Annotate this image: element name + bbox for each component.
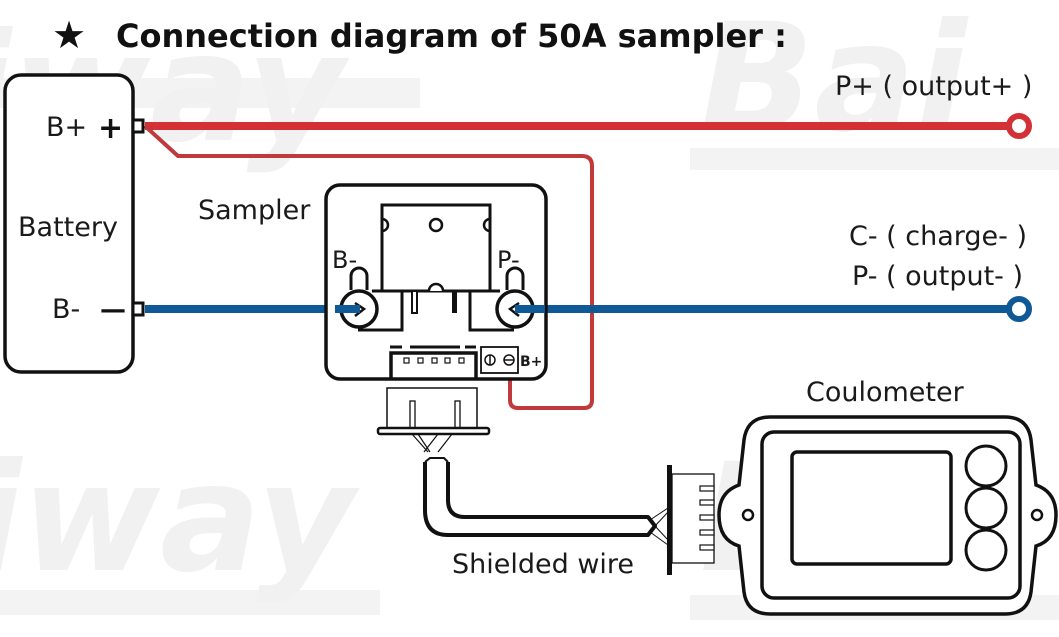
- shielded-wire-label: Shielded wire: [452, 549, 634, 580]
- charge-negative-label: C- ( charge- ): [849, 221, 1027, 252]
- battery-negative-post: [131, 301, 145, 317]
- cable-end: [424, 457, 449, 463]
- output-negative-terminal: C- ( charge- ) P- ( output- ): [849, 221, 1032, 322]
- connector-pin: [699, 485, 715, 492]
- sampler-plug: [376, 387, 491, 453]
- battery-positive-post: [131, 118, 145, 134]
- mounting-hole-icon: [741, 508, 755, 522]
- coulometer-button-2[interactable]: [964, 486, 1008, 530]
- connector-pin: [417, 357, 424, 364]
- notch-icon: [381, 217, 390, 233]
- battery-body: [3, 73, 135, 374]
- plug-pin: [454, 400, 461, 430]
- connector-pins: [403, 357, 465, 364]
- minus-icon: —: [100, 295, 126, 325]
- notch-icon: [427, 282, 445, 292]
- coulometer: Coulometer: [717, 377, 1058, 616]
- connector-pin: [431, 357, 438, 364]
- sampler-label: Sampler: [198, 195, 311, 226]
- signal-connector-socket: [389, 351, 478, 378]
- mounting-hole-icon: [1030, 508, 1044, 522]
- ring-terminal-icon: [1006, 113, 1032, 139]
- star-icon: ★: [52, 13, 86, 57]
- battery-positive-label: B+: [46, 112, 87, 143]
- battery-negative-label: B-: [52, 294, 80, 325]
- cable-body: [423, 462, 657, 537]
- battery: B+ + Battery B- —: [3, 73, 145, 374]
- coulometer-screen: [790, 450, 953, 566]
- notch-icon: [482, 217, 491, 233]
- watermark-text-3: iway: [0, 432, 361, 606]
- shunt-pin: [452, 291, 457, 313]
- connector-flange: [667, 465, 672, 575]
- plug-pin: [409, 400, 416, 430]
- coulometer-button-3[interactable]: [964, 528, 1008, 572]
- output-negative-label: P- ( output- ): [852, 261, 1023, 292]
- screw-slot-icon: [349, 266, 369, 290]
- shunt-pin: [411, 290, 418, 314]
- connector-pin: [699, 544, 715, 551]
- battery-label: Battery: [18, 212, 118, 243]
- sampler-bplus-sense-wire: [143, 124, 594, 410]
- cable-leads: [649, 507, 669, 546]
- connector-pin: [444, 357, 451, 364]
- sampler: Sampler B- P-: [198, 183, 548, 381]
- coulometer-button-1[interactable]: [964, 444, 1008, 488]
- sampler-bplus-label: B+: [520, 354, 542, 370]
- watermark-text-2: Bai: [700, 0, 970, 166]
- ring-terminal-icon: [1006, 296, 1032, 322]
- connector-pin: [403, 357, 410, 364]
- coulometer-connector: [667, 465, 715, 575]
- shielded-cable: Shielded wire: [423, 457, 669, 580]
- plug-housing: [386, 387, 478, 429]
- watermark-bar: [0, 590, 380, 615]
- connector-pin: [699, 514, 715, 521]
- watermark-bar: [690, 148, 1059, 170]
- connector-pin: [699, 499, 715, 506]
- screw-slot-icon: [505, 266, 525, 290]
- connector-pin: [699, 529, 715, 536]
- title-text: Connection diagram of 50A sampler :: [116, 17, 787, 55]
- output-positive-label: P+ ( output+ ): [835, 71, 1032, 102]
- connector-pin: [458, 357, 465, 364]
- plug-flange: [376, 426, 491, 436]
- coulometer-label: Coulometer: [806, 377, 965, 408]
- plus-icon: +: [98, 111, 123, 146]
- terminal-pad-right: [468, 289, 514, 332]
- output-positive-terminal: P+ ( output+ ): [835, 71, 1032, 139]
- plug-leads: [411, 433, 453, 453]
- terminal-pad-left: [358, 289, 404, 332]
- diagram-title: ★ Connection diagram of 50A sampler :: [52, 13, 787, 57]
- mounting-hole-icon: [428, 217, 444, 233]
- wires: [143, 122, 1015, 410]
